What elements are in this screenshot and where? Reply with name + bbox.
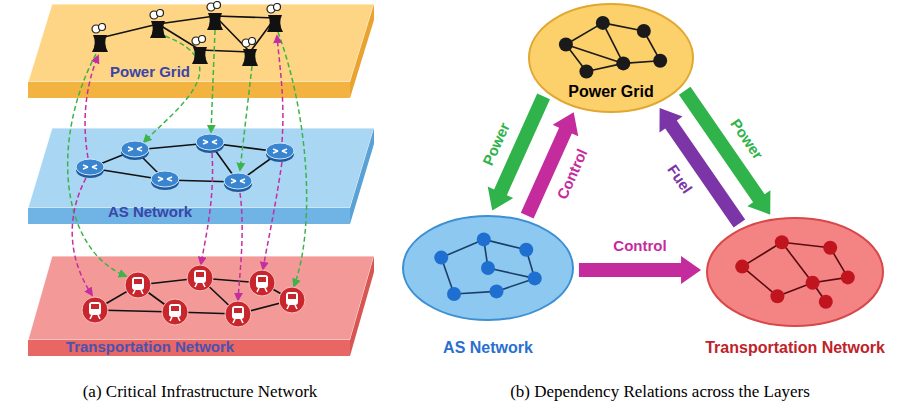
slab-shape [28,128,374,224]
panel-caption: (a) Critical Infrastructure Network [83,382,318,402]
layer-label: Power Grid [110,63,190,80]
arrow-label: Fuel [664,162,696,197]
dependency-arrow [679,87,770,215]
panel-caption: (b) Dependency Relations across the Laye… [510,382,810,402]
layer-slab: Power Grid [28,4,374,98]
network-label: Transportation Network [705,339,885,357]
layer-label: Transportation Network [66,338,234,355]
ellipse-shape [401,214,575,322]
slab-shape [28,4,374,98]
network-label: AS Network [443,339,533,357]
network-ellipse: AS Network [401,214,575,361]
arrow-label: Control [613,237,666,254]
ellipse-shape [705,216,885,328]
network-ellipse: Power Grid [527,2,695,114]
layer-slab: Transportation Network [28,256,374,356]
network-ellipse: Transportation Network [700,216,890,361]
layer-label: AS Network [108,203,192,220]
layer-slab: AS Network [28,128,374,224]
network-label: Power Grid [568,83,653,101]
dependency-arrow [579,256,701,284]
